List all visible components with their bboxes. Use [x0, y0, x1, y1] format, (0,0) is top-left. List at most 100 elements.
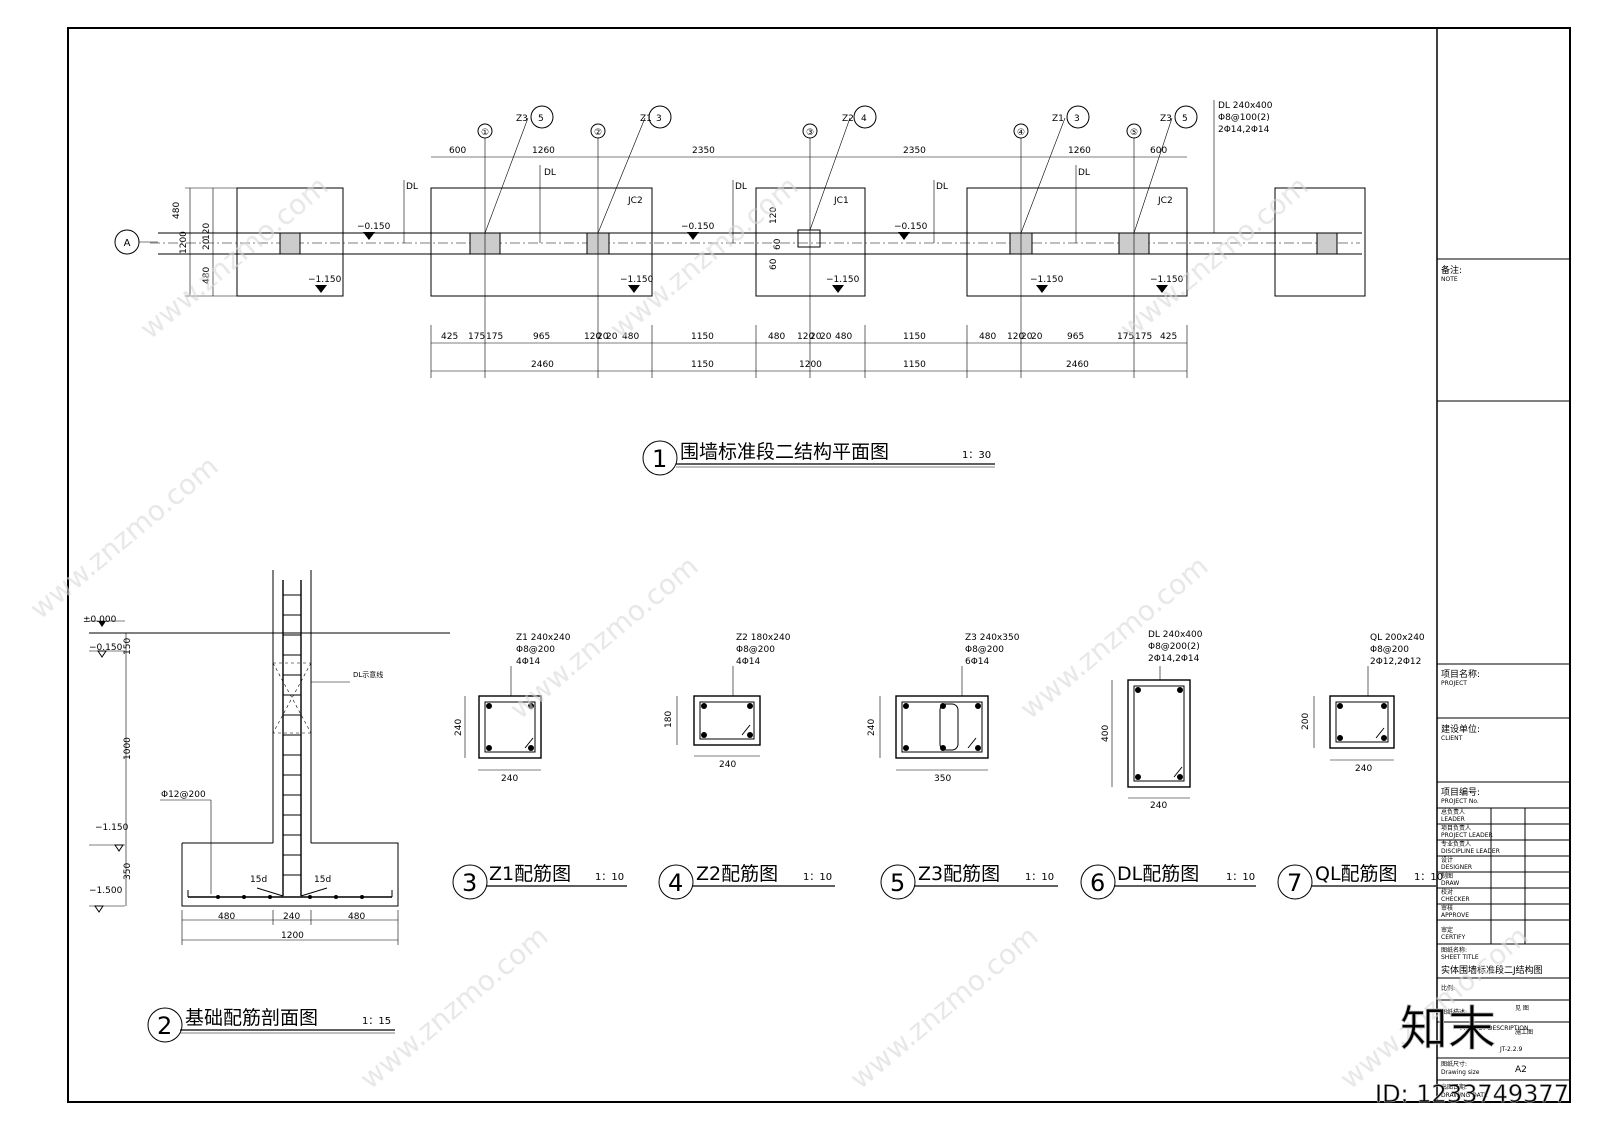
axis-1: ① — [481, 128, 489, 138]
bottom-total: 2460 — [531, 360, 554, 370]
dl-label: DL — [544, 168, 556, 178]
col-tag-code: Z3 — [1160, 114, 1172, 124]
bottom-dim: 425 — [1160, 332, 1177, 342]
bottom-dim: 20 — [820, 332, 832, 342]
tb-date-label: 出图日期: — [1441, 1083, 1467, 1091]
tb-date-en: DRAWING DATE — [1441, 1092, 1488, 1099]
dl-note: DL示意线 — [353, 670, 383, 679]
tb-role: 专业负责人 — [1441, 840, 1471, 848]
tb-sheet-title-en: SHEET TITLE — [1441, 954, 1479, 961]
col-tag-code: Z3 — [516, 114, 528, 124]
bottom-total: 1200 — [799, 360, 822, 370]
tb-client: 建设单位: — [1441, 723, 1480, 735]
detail-scale: 1：10 — [595, 872, 624, 883]
dl-label: DL — [936, 182, 948, 192]
dl-label: DL — [735, 182, 747, 192]
elev-bottom: −1.150 — [1150, 275, 1184, 285]
col-tag-ref: 3 — [656, 114, 662, 124]
detail-dl: DL 240x400 Φ8@200(2) 2Φ14,2Φ14 240 400 6… — [1080, 630, 1256, 900]
bottom-total: 1150 — [691, 360, 714, 370]
tb-size-en: Drawing size — [1441, 1069, 1480, 1076]
section-title-no: 2 — [157, 1012, 172, 1040]
tb-role: 设计 — [1441, 856, 1453, 864]
tb-role: 审定 — [1441, 926, 1453, 934]
bottom-total: 1150 — [903, 360, 926, 370]
axis-2: ② — [594, 128, 602, 138]
col-tag-ref: 3 — [1074, 114, 1080, 124]
plan-view — [114, 100, 1366, 378]
tb-role-en: APPROVE — [1441, 912, 1469, 919]
tb-role: 制图 — [1441, 872, 1453, 880]
z2-w: 240 — [719, 760, 736, 770]
ql-spec-2: Φ8@200 — [1370, 645, 1409, 655]
top-dim: 2350 — [692, 146, 715, 156]
z1-h: 240 — [454, 719, 464, 736]
elev-bottom: −1.150 — [308, 275, 342, 285]
elev-0150: −0.150 — [89, 643, 123, 653]
rebar-note: Φ12@200 — [161, 790, 206, 800]
top-dim: 600 — [1150, 146, 1167, 156]
mid-dim: 120 — [769, 207, 779, 224]
tb-size-value: A2 — [1515, 1065, 1527, 1075]
watermark-text: www.znzmo.com — [843, 919, 1044, 1095]
z3-h: 240 — [867, 719, 877, 736]
left-dim: 120 — [202, 223, 212, 240]
dl-spec-1: DL 240x400 — [1148, 630, 1203, 640]
top-dim: 1260 — [532, 146, 555, 156]
hdim: 240 — [283, 912, 300, 922]
tb-sheet-no: JT-2.2.9 — [1499, 1046, 1522, 1053]
tb-desc-value: 施工图 — [1515, 1028, 1533, 1036]
jc-label: JC2 — [627, 196, 643, 206]
tb-sheet-title-label: 图纸名称: — [1441, 946, 1467, 954]
col-tag-ref: 4 — [861, 114, 867, 124]
tb-desc-label: 图纸描述: — [1441, 1008, 1467, 1016]
top-dim: 1260 — [1068, 146, 1091, 156]
bottom-dim: 480 — [835, 332, 852, 342]
watermark-id: ID: 1233749377 — [1375, 1080, 1569, 1108]
tb-role-en: CHECKER — [1441, 896, 1470, 903]
z1-spec-2: Φ8@200 — [516, 645, 555, 655]
dl-note-line3: 2Φ14,2Φ14 — [1218, 125, 1270, 135]
tb-scale-label: 比例: — [1441, 984, 1455, 992]
bottom-dim: 175 — [468, 332, 485, 342]
dl-spec-3: 2Φ14,2Φ14 — [1148, 654, 1200, 664]
dl-h: 400 — [1101, 725, 1111, 742]
total-dim: 1200 — [281, 931, 304, 941]
bottom-dim: 965 — [533, 332, 550, 342]
tb-role: 项目负责人 — [1441, 824, 1471, 832]
detail-title-no: 5 — [890, 869, 905, 897]
bottom-total: 2460 — [1066, 360, 1089, 370]
plan-scale: 1：30 — [962, 450, 991, 461]
z2-spec-2: Φ8@200 — [736, 645, 775, 655]
bottom-dim: 965 — [1067, 332, 1084, 342]
section-title: 基础配筋剖面图 — [185, 1007, 318, 1029]
bottom-dim: 120 — [1007, 332, 1024, 342]
tb-role-en: DISCIPLINE LEADER — [1441, 848, 1500, 855]
detail-z3: Z3 240x350 Φ8@200 6Φ14 350 240 5 Z3配筋图 1… — [867, 633, 1058, 900]
elev-top: −0.150 — [681, 222, 715, 232]
dl-note-line2: Φ8@100(2) — [1218, 113, 1270, 123]
dl-label: DL — [1078, 168, 1090, 178]
sheet-border — [67, 27, 1571, 1103]
z1-spec-3: 4Φ14 — [516, 657, 541, 667]
tb-role-en: PROJECT LEADER — [1441, 832, 1493, 839]
bottom-dim: 120 — [797, 332, 814, 342]
tb-desc-en: PROJECT DESCRIPTION — [1460, 1025, 1528, 1032]
axis-4: ④ — [1017, 128, 1025, 138]
plan-title-no: 1 — [652, 445, 667, 473]
elev-1500: −1.500 — [89, 886, 123, 896]
elev-bottom: −1.150 — [1030, 275, 1064, 285]
left-dim: 20 — [202, 238, 212, 250]
jc-label: JC1 — [833, 196, 849, 206]
detail-scale: 1：10 — [1226, 872, 1255, 883]
col-tag-code: Z1 — [1052, 114, 1064, 124]
bottom-dim: 480 — [979, 332, 996, 342]
title-block-texts: 备注: NOTE 项目名称: PROJECT 建设单位: CLIENT 项目编号… — [1441, 264, 1543, 1099]
dl-label: DL — [406, 182, 418, 192]
elev-000: ±0.000 — [83, 615, 117, 625]
elev-top: −0.150 — [357, 222, 391, 232]
watermark-text: www.znzmo.com — [133, 169, 334, 345]
dl-w: 240 — [1150, 801, 1167, 811]
z3-w: 350 — [934, 774, 951, 784]
mid-dim: 60 — [773, 238, 783, 250]
